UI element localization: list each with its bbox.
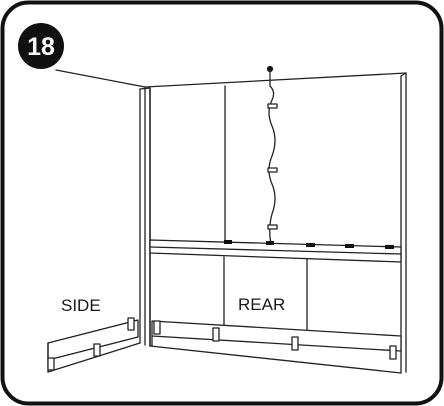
rear-top-edge — [144, 72, 407, 88]
side-foot-blocks — [47, 317, 135, 371]
rear-label: REAR — [238, 295, 285, 314]
step-number: 18 — [27, 33, 55, 61]
corner-post — [139, 87, 151, 347]
shelf-rail — [149, 239, 402, 263]
hanging-wire — [266, 65, 278, 245]
shelf-clips — [224, 240, 394, 249]
side-label: SIDE — [61, 296, 101, 315]
step-badge: 18 — [18, 23, 64, 69]
side-top-edge — [55, 69, 146, 88]
cabinet-drawing — [47, 65, 407, 374]
rear-right-edge — [400, 72, 407, 374]
rear-foot-blocks — [153, 320, 397, 360]
